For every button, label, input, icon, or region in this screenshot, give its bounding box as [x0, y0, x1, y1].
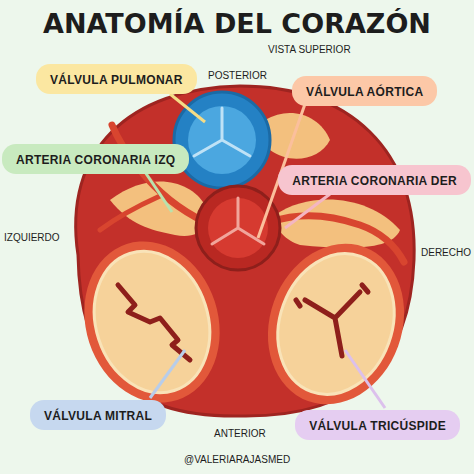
label-pill: VÁLVULA TRICÚSPIDE: [295, 410, 460, 440]
plain-label: @VALERIARAJASMED: [184, 454, 290, 465]
aortic-cusps: [212, 198, 264, 244]
leader-line: [285, 194, 330, 228]
label-pill: VÁLVULA MITRAL: [30, 400, 166, 430]
leader-line: [150, 350, 185, 398]
label-pill: VÁLVULA AÓRTICA: [292, 76, 437, 106]
plain-label: IZQUIERDO: [4, 232, 60, 243]
label-pill: ARTERIA CORONARIA IZQ: [2, 144, 189, 174]
fat-tissue: [265, 113, 330, 159]
plain-label: ANTERIOR: [214, 428, 266, 439]
aortic-root: [196, 186, 280, 270]
label-pill: VÁLVULA PULMONAR: [36, 64, 197, 94]
tricuspid-commissure: [296, 285, 368, 356]
label-pill: ARTERIA CORONARIA DER: [278, 165, 471, 195]
label-text: ARTERIA CORONARIA DER: [292, 174, 457, 188]
tricuspid-annulus: [246, 224, 426, 423]
fat-tissue: [275, 199, 400, 247]
leader-line: [345, 350, 385, 408]
pulmonary-trunk: [174, 92, 270, 188]
label-text: VÁLVULA PULMONAR: [50, 73, 183, 87]
label-text: VÁLVULA TRICÚSPIDE: [309, 419, 446, 433]
label-text: VÁLVULA MITRAL: [44, 409, 152, 423]
pulmonary-cusps: [194, 108, 250, 156]
plain-label: VISTA SUPERIOR: [268, 44, 351, 55]
aortic-valve: [208, 198, 268, 258]
plain-label: DERECHO: [421, 247, 471, 258]
leader-line: [145, 172, 172, 212]
left-coronary-artery: [100, 196, 160, 230]
tricuspid-valve: [259, 237, 413, 411]
label-text: ARTERIA CORONARIA IZQ: [16, 153, 175, 167]
label-text: VÁLVULA AÓRTICA: [306, 85, 423, 99]
title: ANATOMÍA DEL CORAZÓN: [0, 8, 474, 39]
leader-line: [170, 94, 205, 122]
mitral-commissure: [118, 285, 190, 360]
plain-label: POSTERIOR: [208, 70, 267, 81]
mitral-valve: [76, 236, 227, 408]
